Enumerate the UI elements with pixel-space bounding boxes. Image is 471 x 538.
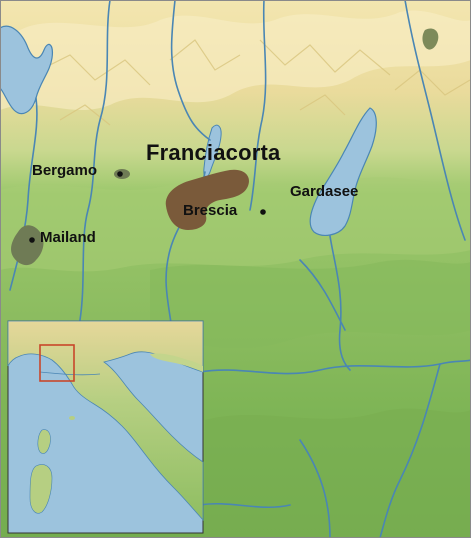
inset-land-italy: [7, 320, 204, 522]
inset-locator-rectangle: [39, 344, 75, 382]
mountain-relief: [0, 10, 471, 110]
franciacorta-region: [165, 169, 250, 230]
city-dot-bergamo: [117, 171, 123, 177]
lake-small: [422, 28, 439, 50]
lake-como: [0, 25, 53, 115]
inset-land-sardinia: [29, 464, 53, 514]
lake-garda: [309, 107, 377, 236]
city-label-bergamo: Bergamo: [32, 162, 98, 179]
plain-band-2: [205, 408, 471, 538]
inset-map: [7, 320, 204, 534]
lake-label-gardasee: Gardasee: [290, 183, 359, 200]
inset-land-balkan: [150, 353, 203, 372]
ridge-lines: [39, 39, 471, 126]
lake-iseo: [203, 124, 222, 178]
region-label-franciacorta: Franciacorta: [146, 140, 281, 165]
city-dot-brescia: [260, 209, 266, 215]
city-label-mailand: Mailand: [40, 229, 96, 246]
urban-mailand: [11, 225, 44, 266]
city-label-brescia: Brescia: [183, 202, 238, 219]
city-dot-mailand: [29, 237, 35, 243]
inset-land-corsica: [37, 429, 51, 454]
plain-band-1: [150, 259, 471, 349]
